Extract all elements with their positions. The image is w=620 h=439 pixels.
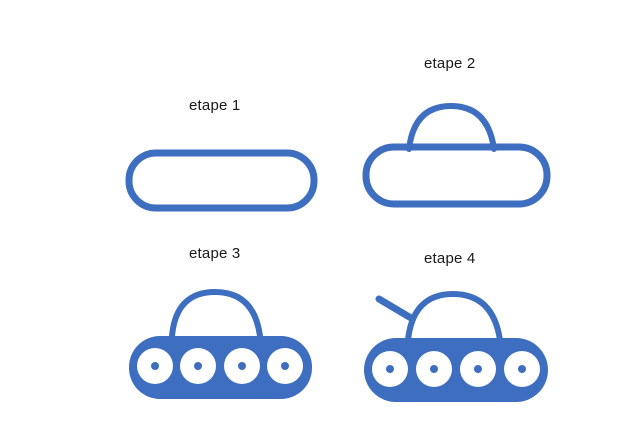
step-3-wheel-4-hub [281,362,289,370]
step-3-wheel-3-hub [238,362,246,370]
step-3-wheel-2-hub [194,362,202,370]
step-4-wheel-4-hub [518,365,526,373]
step-4-wheel-2-hub [430,365,438,373]
step-2-body-outline [362,143,551,208]
step-3-label: etape 3 [189,245,241,262]
step-2-turret-dome [406,103,497,152]
step-2-drawing [362,103,551,208]
step-3-drawing [129,289,312,399]
step-1-label: etape 1 [189,97,241,114]
step-4-label: etape 4 [424,250,476,267]
step-2-label: etape 2 [424,55,476,72]
step-4-track-body [364,338,548,402]
step-4-drawing [364,291,548,402]
step-3-turret-dome [169,289,263,339]
step-4-cannon [375,295,415,322]
step-4-turret-dome [405,291,503,343]
step-4-wheel-1-hub [386,365,394,373]
step-4-wheel-3-hub [474,365,482,373]
step-1-drawing [125,149,318,212]
step-3-track [129,336,312,399]
step-3-wheel-1-hub [151,362,159,370]
step-1-body-outline [125,149,318,212]
step-4-track [364,338,548,402]
step-3-wheels [132,343,303,389]
step-3-track-body [129,336,312,399]
step-4-wheels [372,351,540,387]
